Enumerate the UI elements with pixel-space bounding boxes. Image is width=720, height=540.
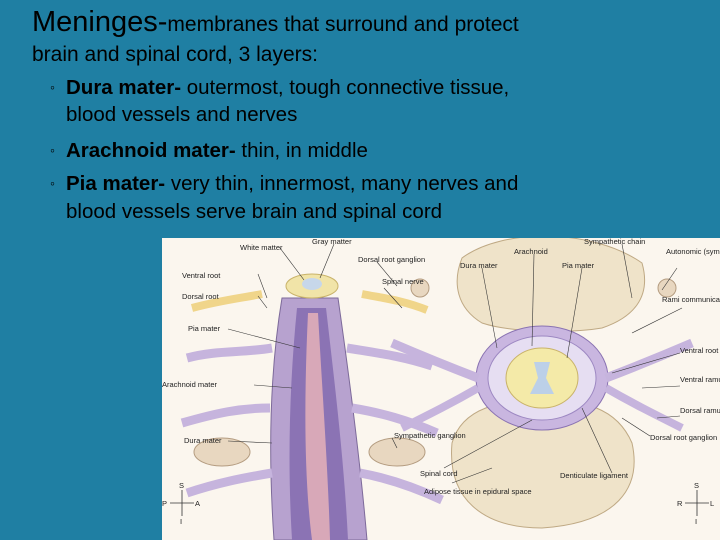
label-arachnoid-mater-left: Arachnoid mater bbox=[162, 380, 218, 389]
label-rami-communicantes: Rami communicantes bbox=[662, 295, 720, 304]
label-sympathetic-chain: Sympathetic chain bbox=[584, 238, 645, 246]
label-dorsal-ramus: Dorsal ramus bbox=[680, 406, 720, 415]
label-adipose-tissue: Adipose tissue in epidural space bbox=[424, 487, 532, 496]
bullet-mark: ◦ bbox=[50, 142, 55, 158]
label-ventral-root-right: Ventral root bbox=[680, 346, 719, 355]
bullet-pia-mater: ◦ Pia mater- very thin, innermost, many n… bbox=[50, 169, 518, 198]
title-definition: membranes that surround and protect bbox=[167, 13, 519, 36]
bullet-term: Dura mater- bbox=[66, 76, 182, 99]
bullet-term: Pia mater- bbox=[66, 172, 166, 195]
bullet-text: outermost, tough connective tissue, bbox=[181, 76, 510, 99]
label-sympathetic-ganglion: Sympathetic ganglion bbox=[394, 431, 466, 440]
label-dorsal-root-ganglion: Dorsal root ganglion bbox=[358, 255, 425, 264]
label-gray-matter: Gray matter bbox=[312, 238, 352, 246]
label-pia-mater-right: Pia mater bbox=[562, 261, 595, 270]
title-term: Meninges- bbox=[32, 6, 168, 38]
label-spinal-cord: Spinal cord bbox=[420, 469, 458, 478]
compass-p: P bbox=[162, 499, 167, 508]
label-arachnoid: Arachnoid bbox=[514, 247, 548, 256]
bullet-term: Arachnoid mater- bbox=[66, 139, 236, 162]
label-dorsal-root: Dorsal root bbox=[182, 292, 220, 301]
label-dorsal-root-ganglion-right: Dorsal root ganglion bbox=[650, 433, 717, 442]
diagram-labels: White matter Gray matter Ventral root Do… bbox=[162, 238, 720, 496]
spinal-cord-longitudinal bbox=[180, 273, 444, 540]
bullet-continuation: blood vessels and nerves bbox=[66, 103, 298, 126]
leader-lines bbox=[227, 243, 683, 484]
compass-i: I bbox=[695, 517, 697, 526]
meninges-diagram: White matter Gray matter Ventral root Do… bbox=[162, 238, 720, 540]
compass-i: I bbox=[180, 517, 182, 526]
compass-right: S R L I bbox=[677, 481, 714, 526]
vertebra-cross-section bbox=[390, 238, 694, 529]
compass-s: S bbox=[179, 481, 184, 490]
label-pia-mater-left: Pia mater bbox=[188, 324, 221, 333]
bullet-dura-mater: ◦ Dura mater- outermost, tough connective… bbox=[50, 73, 509, 102]
compass-l: L bbox=[710, 499, 714, 508]
compass-r: R bbox=[677, 499, 683, 508]
label-denticulate-ligament: Denticulate ligament bbox=[560, 471, 629, 480]
compass-a: A bbox=[195, 499, 200, 508]
slide-title: Meninges-membranes that surround and pro… bbox=[32, 6, 519, 39]
compass-left: S P A I bbox=[162, 481, 200, 526]
label-dura-mater-left: Dura mater bbox=[184, 436, 222, 445]
compass-s: S bbox=[694, 481, 699, 490]
bullet-mark: ◦ bbox=[50, 79, 55, 95]
bullet-continuation: blood vessels serve brain and spinal cor… bbox=[66, 200, 443, 223]
label-autonomic-ganglion: Autonomic (sympathetic) ganglion bbox=[666, 247, 720, 256]
label-white-matter: White matter bbox=[240, 243, 283, 252]
label-spinal-nerve: Spinal nerve bbox=[382, 277, 424, 286]
bullet-mark: ◦ bbox=[50, 175, 55, 191]
label-ventral-ramus: Ventral ramus bbox=[680, 375, 720, 384]
bullet-arachnoid-mater: ◦ Arachnoid mater- thin, in middle bbox=[50, 136, 368, 165]
meninges-illustration: White matter Gray matter Ventral root Do… bbox=[162, 238, 720, 540]
intro-text: brain and spinal cord, 3 layers: bbox=[32, 43, 318, 66]
label-ventral-root: Ventral root bbox=[182, 271, 221, 280]
bullet-text: thin, in middle bbox=[235, 139, 368, 162]
bullet-text: very thin, innermost, many nerves and bbox=[165, 172, 519, 195]
label-dura-mater-right: Dura mater bbox=[460, 261, 498, 270]
